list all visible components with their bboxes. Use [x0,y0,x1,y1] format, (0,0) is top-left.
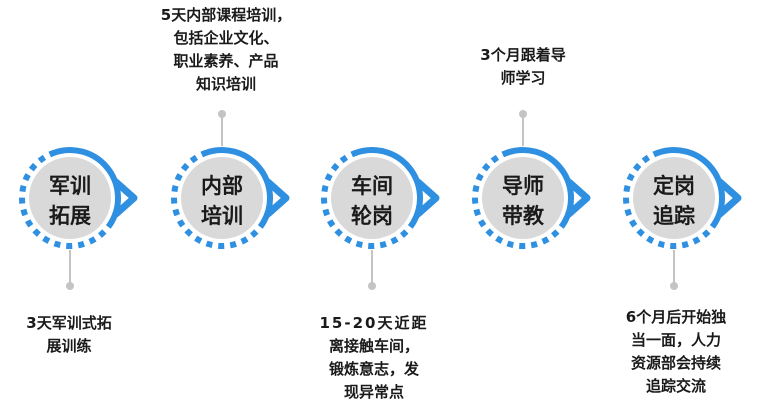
stage-5-desc-line-4: 追踪交流 [645,377,706,395]
stage-2-desc-line-3: 职业素养、产品 [173,52,279,70]
stage-1-label-line-1: 军训 [49,174,91,198]
stage-2-ring-solid [202,147,273,225]
stage-3-ring-solid [352,147,423,225]
stage-1-connector-dot [66,282,74,290]
stage-2-desc-line-1: 5天内部课程培训， [160,6,292,24]
connectors [66,110,678,290]
stage-2-label-line-2: 培训 [201,204,243,228]
stage-1-arrow-icon [112,178,138,218]
stage-3-connector-dot [368,282,376,290]
stage-2-label-line-1: 内部 [201,174,243,198]
stage-3-description: 15-20天近距 离接触车间， 锻炼意志，发 现异常点 [300,312,448,404]
stage-3-arrow-icon [414,178,440,218]
stage-5-label-line-1: 定岗 [653,174,695,198]
stage-4-ring-dashed [472,150,568,249]
stage-5-ring-dashed [623,150,719,249]
stage-5-desc-line-2: 当一面，人力 [630,331,721,349]
stage-5-ring-solid [654,147,725,225]
stage-3-label-line-2: 轮岗 [351,204,393,228]
stage-5-inner-circle [633,157,715,239]
stage-1-description: 3天军训式拓 展训练 [3,312,135,358]
stage-4-inner-circle [482,157,564,239]
stage-2-desc-line-2: 包括企业文化、 [173,29,279,47]
stage-3-desc-line-1: 15-20天近距 [319,314,429,332]
stage-2-ring-dashed [171,150,267,249]
stage-3-desc-line-2: 离接触车间， [328,337,419,355]
stage-3-inner-circle [331,157,413,239]
stage-5-desc-line-1: 6个月后开始独 [625,308,727,326]
stage-3-ring-dashed [321,150,417,249]
stage-1-ring-solid [50,147,121,225]
stage-2-desc-line-4: 知识培训 [195,75,256,93]
stage-1-desc-line-1: 3天军训式拓 [26,314,112,332]
stage-2-inner-circle [181,157,263,239]
stage-2-arrow-icon [264,178,290,218]
stage-5-desc-line-3: 资源部会持续 [630,354,721,372]
stage-4-desc-line-1: 3个月跟着导 [480,46,566,64]
stage-3-desc-line-3: 锻炼意志，发 [328,360,419,378]
stage-2-description: 5天内部课程培训， 包括企业文化、 职业素养、产品 知识培训 [142,4,310,96]
stage-5-label-line-2: 追踪 [653,204,695,228]
stage-3-desc-line-4: 现异常点 [343,383,404,401]
stage-1-inner-circle [29,157,111,239]
stage-2-connector-dot [218,110,226,118]
stage-4-label-line-2: 带教 [502,204,545,228]
stage-4-arrow-icon [565,178,591,218]
stage-1-ring-dashed [19,150,115,249]
stage-1-desc-line-2: 展训练 [46,337,92,355]
stage-3-label-line-1: 车间 [351,174,393,198]
stage-4-description: 3个月跟着导 师学习 [454,44,592,90]
stage-1-label-line-2: 拓展 [49,204,91,228]
stage-5-description: 6个月后开始独 当一面，人力 资源部会持续 追踪交流 [596,306,756,398]
stage-4-ring-solid [503,147,574,225]
stage-5-connector-dot [670,282,678,290]
stage-5-arrow-icon [716,178,742,218]
stage-4-label-line-1: 导师 [502,174,544,198]
stage-4-desc-line-2: 师学习 [500,69,546,87]
stage-4-connector-dot [519,110,527,118]
